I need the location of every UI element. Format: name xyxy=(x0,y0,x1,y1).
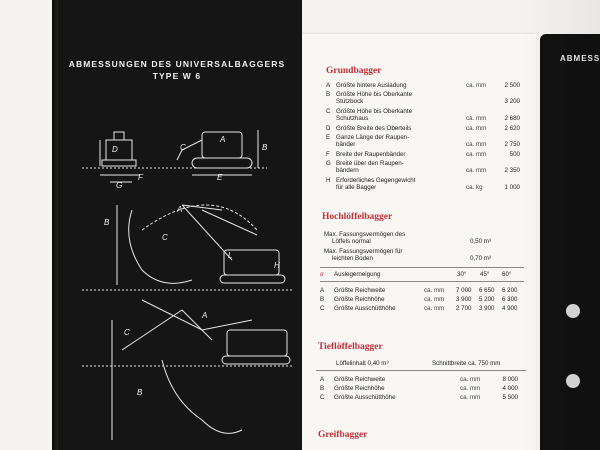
label-b2: B xyxy=(104,218,110,227)
next-page-panel: ABMESS xyxy=(540,34,600,450)
label-a2: A xyxy=(176,205,182,214)
backhoe-path xyxy=(161,359,243,434)
label-d: D xyxy=(112,145,118,154)
backhoe-house xyxy=(226,329,288,357)
spec-row: E Ganze Länge der Raupen- bänder ca. mm … xyxy=(326,134,520,148)
panel-title: ABMESSUNGEN DES UNIVERSALBAGGERS TYPE W … xyxy=(52,58,302,82)
section-heading-tiefloeffel: Tieflöffelbagger xyxy=(318,342,383,352)
spec-row: Max. Fassungsvermögen für leichten Boden… xyxy=(324,248,491,262)
shovel-tracks xyxy=(219,274,286,284)
spec-sheet: Grundbagger A Größte hintere Ausladung c… xyxy=(302,34,536,450)
section-heading-grundbagger: Grundbagger xyxy=(326,66,382,76)
front-view-tracks xyxy=(101,159,137,167)
side-view-tracks xyxy=(191,157,253,169)
next-page-title: ABMESS xyxy=(560,54,600,63)
label-l: L xyxy=(228,251,232,260)
divider xyxy=(316,370,526,371)
spec-row: C Größte Höhe bis Oberkante Schutzhaus c… xyxy=(326,108,520,122)
panel-title-line1: ABMESSUNGEN DES UNIVERSALBAGGERS xyxy=(68,59,286,69)
label-b3: B xyxy=(137,388,143,397)
section-heading-hochloeffel: Hochlöffelbagger xyxy=(322,212,393,222)
section-heading-greif: Greifbagger xyxy=(318,430,368,440)
label-a3: A xyxy=(201,311,207,320)
front-view-body xyxy=(105,139,133,161)
label-c2: C xyxy=(162,233,168,242)
label-g: G xyxy=(116,181,122,190)
divider xyxy=(320,267,524,268)
spec-row: G Breite über den Raupen- bändern ca. mm… xyxy=(326,160,520,174)
excavator-drawings: D B C A E G F A B C L H C A B xyxy=(82,130,292,440)
page-fold xyxy=(52,0,58,450)
backhoe-tracks xyxy=(221,355,291,365)
label-c: C xyxy=(180,143,186,152)
spec-row: H Erforderliches Gegengewicht für alle B… xyxy=(326,177,520,191)
panel-title-line2: TYPE W 6 xyxy=(152,71,202,81)
reach-arc xyxy=(141,204,258,231)
label-a: A xyxy=(219,135,225,144)
spec-row: B Größte Höhe bis Oberkante Stützbock 3 … xyxy=(326,91,520,105)
front-view-cab xyxy=(113,131,125,141)
dimension-drawing-panel: ABMESSUNGEN DES UNIVERSALBAGGERS TYPE W … xyxy=(52,0,302,450)
label-e: E xyxy=(217,173,223,182)
shovel-path xyxy=(128,209,193,284)
punch-hole xyxy=(566,374,580,388)
label-b: B xyxy=(262,143,268,152)
punch-hole xyxy=(566,304,580,318)
divider xyxy=(320,281,524,282)
backhoe-arm xyxy=(121,309,213,351)
side-view-boom xyxy=(176,139,203,161)
label-f: F xyxy=(138,173,144,182)
shovel-boom xyxy=(181,204,258,261)
spec-row: Max. Fassungsvermögen des Löffels normal… xyxy=(324,231,491,245)
label-h: H xyxy=(274,261,280,270)
label-c3: C xyxy=(124,328,130,337)
